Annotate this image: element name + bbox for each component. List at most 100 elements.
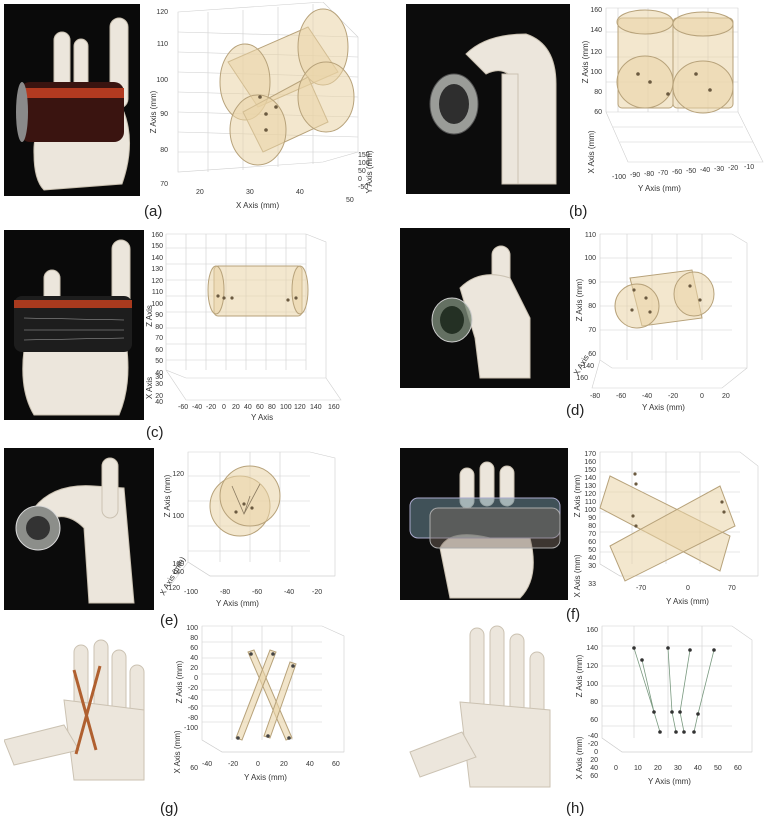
- y-tick-c-7: 80: [268, 404, 276, 411]
- plot-c: 160 150 140 130 120 110 100 90 80 70 60 …: [146, 228, 356, 423]
- y-tick-f-2: 70: [728, 585, 736, 592]
- x-tick-h-2: 0: [594, 749, 598, 756]
- y-tick-h-5: 50: [714, 765, 722, 772]
- z-tick-f-14: 30: [588, 563, 596, 570]
- plot-e: 120 100 160 140 120 -100 -80 -60 -40 -20…: [160, 446, 350, 621]
- y-tick-e-0: -100: [184, 589, 198, 596]
- z-tick-c-10: 60: [155, 347, 163, 354]
- z-tick-f-12: 50: [588, 547, 596, 554]
- y-tick-f-0: -70: [636, 585, 646, 592]
- y-tick-h-0: 0: [614, 765, 618, 772]
- plot-a: 120 110 100 90 80 70 20 30 40 50 150 100…: [148, 2, 378, 217]
- y-tick-a-2: 50: [358, 168, 366, 175]
- z-tick-d-0: 110: [585, 232, 596, 239]
- z-tick-b-1: 140: [590, 27, 602, 34]
- z-tick-a-3: 90: [160, 111, 168, 118]
- z-tick-h-4: 80: [590, 699, 598, 706]
- plot-h: 160 140 120 100 80 60 -40 -20 0 20 40 60…: [572, 620, 768, 800]
- hand-can-photo: [4, 4, 140, 196]
- y-tick-c-0: -60: [178, 404, 188, 411]
- y-tick-g-3: 20: [280, 761, 288, 768]
- y-tick-b-0: -100: [612, 174, 626, 181]
- y-tick-d-4: 0: [700, 393, 704, 400]
- y-tick-e-4: -20: [312, 589, 322, 596]
- z-tick-a-0: 120: [156, 9, 168, 16]
- photo-f: [400, 448, 568, 600]
- y-tick-a-1: 100: [358, 160, 370, 167]
- x-tick-g-0: 60: [190, 765, 198, 772]
- y-tick-c-9: 120: [294, 404, 306, 411]
- y-axis-label-d: Y Axis (mm): [642, 403, 685, 412]
- y-tick-g-0: -40: [202, 761, 212, 768]
- x-axis-label-a: X Axis (mm): [236, 201, 279, 210]
- z-tick-f-5: 120: [584, 491, 596, 498]
- z-tick-e-1: 100: [172, 513, 184, 520]
- z-tick-b-3: 100: [590, 69, 602, 76]
- y-tick-b-6: -40: [700, 167, 710, 174]
- hand-small-cylinder-photo: [4, 448, 154, 610]
- z-tick-b-0: 160: [590, 7, 602, 14]
- x-tick-h-4: 40: [590, 765, 598, 772]
- panel-label-e: (e): [160, 612, 179, 629]
- z-tick-d-4: 70: [588, 327, 596, 334]
- y-tick-c-5: 40: [244, 404, 252, 411]
- panel-label-c: (c): [146, 424, 164, 441]
- z-tick-e-0: 120: [172, 471, 184, 478]
- x-tick-e-0: 160: [172, 561, 184, 568]
- z-tick-g-6: -20: [188, 685, 198, 692]
- y-tick-d-0: -80: [590, 393, 600, 400]
- z-tick-g-3: 40: [190, 655, 198, 662]
- y-tick-c-4: 20: [232, 404, 240, 411]
- hand-can-side-photo: [406, 4, 570, 194]
- y-tick-f-1: 0: [686, 585, 690, 592]
- plot-g: 100 80 60 40 20 0 -20 -40 -60 -80 -100 6…: [172, 622, 368, 792]
- panel-label-h: (h): [566, 800, 585, 817]
- y-tick-c-8: 100: [280, 404, 292, 411]
- panel-label-f: (f): [566, 606, 581, 623]
- plot-f: 170 160 150 140 130 120 110 100 90 80 70…: [570, 446, 768, 621]
- panel-label-d: (d): [566, 402, 585, 419]
- y-tick-c-11: 160: [328, 404, 340, 411]
- z-tick-g-8: -60: [188, 705, 198, 712]
- y-tick-h-4: 40: [694, 765, 702, 772]
- z-tick-c-11: 50: [155, 358, 163, 365]
- x-axis-label-f: X Axis (mm): [573, 554, 582, 597]
- z-tick-d-1: 100: [584, 255, 596, 262]
- panel-label-b: (b): [569, 203, 588, 220]
- panel-label-g: (g): [160, 800, 179, 817]
- z-tick-a-2: 100: [156, 77, 168, 84]
- z-tick-f-13: 40: [588, 555, 596, 562]
- z-axis-label-c: Z Axis: [146, 305, 154, 327]
- z-tick-g-5: 0: [194, 675, 198, 682]
- z-tick-c-14: 20: [155, 393, 163, 400]
- y-tick-d-5: 20: [722, 393, 730, 400]
- cylinder-a: [219, 8, 355, 166]
- y-axis-label-a: Y Axis (mm): [365, 150, 374, 193]
- y-tick-c-3: 0: [222, 404, 226, 411]
- z-tick-g-0: 100: [186, 625, 198, 632]
- hand-large-cylinder-photo: [400, 448, 568, 600]
- x-axis-label-h: X Axis (mm): [575, 736, 584, 779]
- y-tick-c-1: -40: [192, 404, 202, 411]
- y-tick-h-1: 10: [634, 765, 642, 772]
- y-tick-g-1: -20: [228, 761, 238, 768]
- y-tick-b-3: -70: [658, 170, 668, 177]
- z-tick-f-6: 110: [585, 499, 596, 506]
- y-tick-a-4: -50: [358, 184, 368, 191]
- z-axis-label-a: Z Axis (mm): [149, 90, 158, 133]
- z-tick-c-2: 140: [151, 255, 163, 262]
- x-tick-d-0: 140: [582, 363, 594, 370]
- z-tick-c-13: 30: [155, 381, 163, 388]
- z-tick-h-0: 160: [586, 627, 598, 634]
- z-tick-g-7: -40: [188, 695, 198, 702]
- y-tick-b-7: -30: [714, 166, 724, 173]
- y-tick-g-2: 0: [256, 761, 260, 768]
- x-tick-d-1: 160: [576, 375, 588, 382]
- z-tick-g-1: 80: [190, 635, 198, 642]
- photo-g: [4, 630, 154, 785]
- photo-e: [4, 448, 154, 610]
- open-hand-rods-photo: [4, 630, 154, 785]
- z-tick-h-5: 60: [590, 717, 598, 724]
- z-axis-label-g: Z Axis (mm): [175, 660, 184, 703]
- y-tick-b-4: -60: [672, 169, 682, 176]
